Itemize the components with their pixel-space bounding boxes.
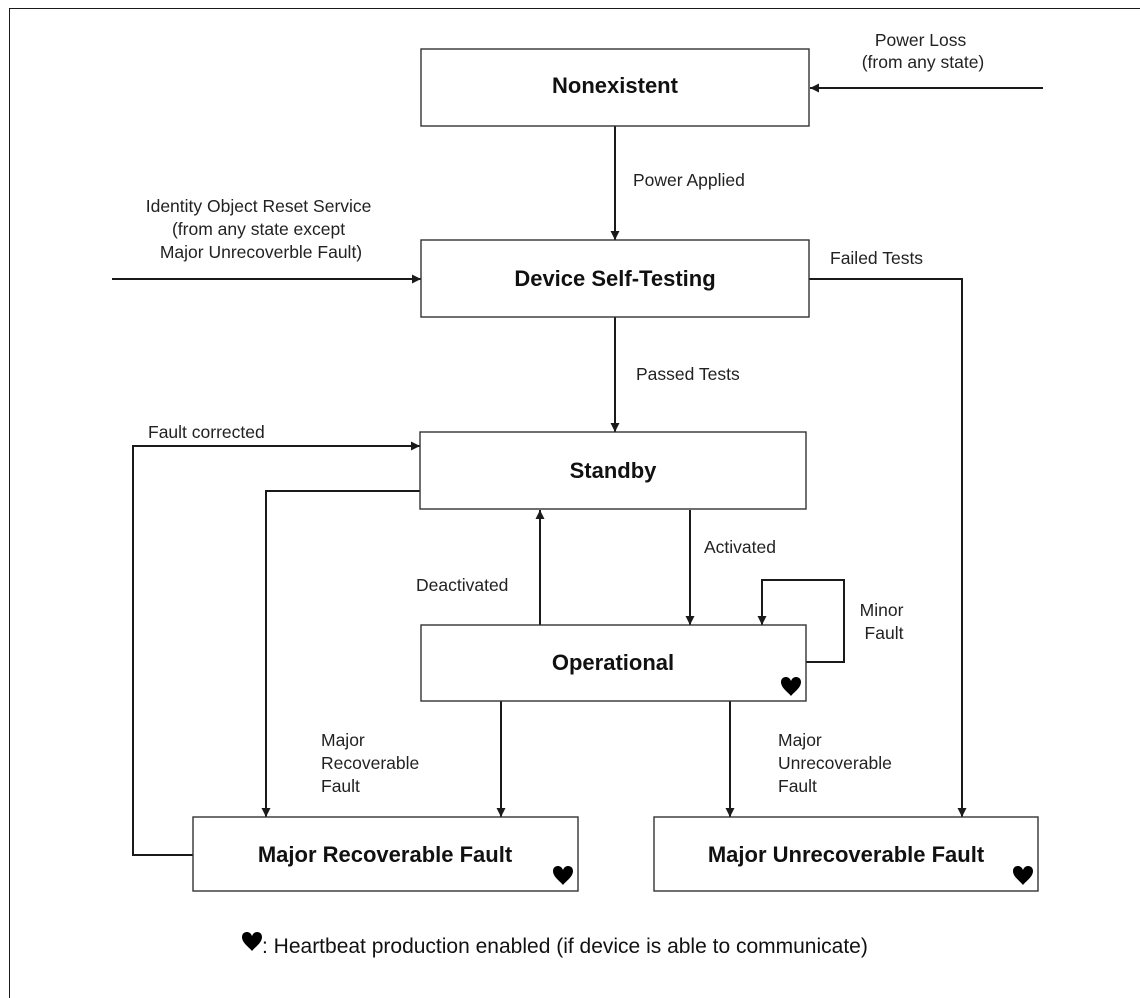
fault-corrected-label: Fault corrected: [148, 422, 265, 442]
state-label: Nonexistent: [552, 73, 679, 98]
reset-service-label: Identity Object Reset Service (from any …: [146, 196, 377, 262]
failed-tests-label: Failed Tests: [830, 248, 923, 268]
legend: : Heartbeat production enabled (if devic…: [242, 931, 868, 958]
activated-label: Activated: [704, 537, 776, 557]
state-major-unrecoverable-fault: Major Unrecoverable Fault: [653, 816, 1039, 892]
minor-fault-loop-arrow: [757, 579, 845, 663]
state-label: Major Unrecoverable Fault: [708, 842, 985, 867]
state-standby: Standby: [419, 431, 807, 510]
state-label: Major Recoverable Fault: [258, 842, 513, 867]
state-label: Device Self-Testing: [514, 266, 715, 291]
fault-corrected-arrow: [132, 441, 420, 856]
minor-fault-label: Minor Fault: [860, 600, 909, 643]
state-operational: Operational: [420, 624, 807, 702]
state-label: Standby: [570, 458, 658, 483]
diagram-frame: [9, 8, 1140, 998]
state-device-self-testing: Device Self-Testing: [420, 239, 810, 318]
heart-icon: [242, 931, 262, 951]
state-nonexistent: Nonexistent: [420, 48, 810, 127]
major-unrecoverable-fault-label: Major Unrecoverable Fault: [778, 730, 897, 796]
state-major-recoverable-fault: Major Recoverable Fault: [192, 816, 579, 892]
power-loss-label: Power Loss (from any state): [862, 30, 985, 72]
deactivated-label: Deactivated: [416, 575, 508, 595]
failed-tests-arrow: [809, 278, 967, 817]
passed-tests-label: Passed Tests: [636, 364, 740, 384]
power-applied-label: Power Applied: [633, 170, 745, 190]
state-label: Operational: [552, 650, 674, 675]
connectors: [112, 83, 1043, 856]
major-recoverable-fault-label: Major Recoverable Fault: [321, 730, 424, 796]
transition-labels: Power Loss (from any state) Power Applie…: [146, 30, 985, 796]
legend-text: : Heartbeat production enabled (if devic…: [262, 935, 868, 958]
standby-to-recoverable-arrow: [261, 490, 421, 817]
